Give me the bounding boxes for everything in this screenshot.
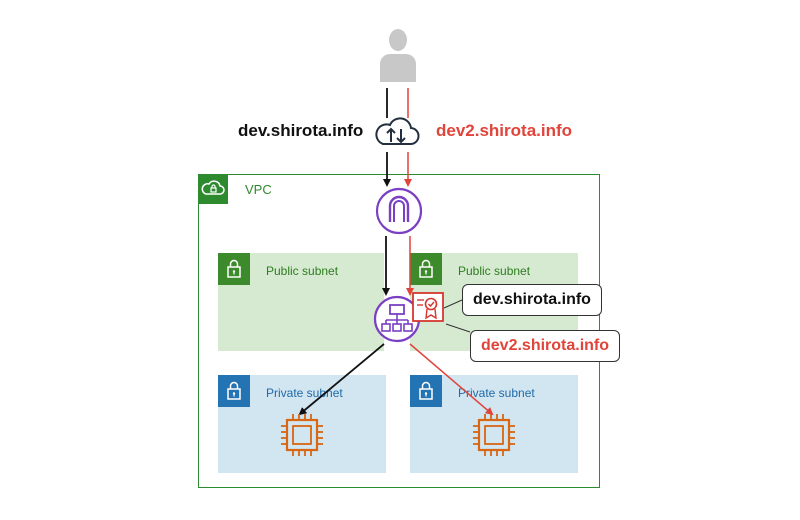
- certificate-icon: [412, 292, 444, 322]
- vpc-label: VPC: [245, 182, 272, 197]
- callout-connector: [445, 323, 471, 333]
- public-subnet-right-label: Public subnet: [458, 264, 531, 278]
- callout-dev-domain: dev.shirota.info: [462, 284, 602, 316]
- domain-label-black: dev.shirota.info: [238, 121, 364, 140]
- public-subnet-left-label: Public subnet: [266, 264, 339, 278]
- internet-cloud-icon: [375, 117, 420, 145]
- vpc-cloud-icon: [198, 174, 228, 204]
- private-subnet-right-label: Private subnet: [458, 386, 535, 400]
- flow-line-red: [409, 343, 494, 416]
- lock-icon: [218, 375, 250, 407]
- user-icon: [380, 29, 416, 82]
- internet-gateway-icon: [375, 187, 423, 235]
- lock-icon: [218, 253, 250, 285]
- ec2-instance-icon: [473, 414, 515, 456]
- ec2-instance-icon: [281, 414, 323, 456]
- domain-label-red: dev2.shirota.info: [436, 121, 573, 140]
- lock-icon: [410, 253, 442, 285]
- callout-dev2-domain: dev2.shirota.info: [470, 330, 621, 362]
- flow-line-black: [298, 343, 385, 416]
- load-balancer-icon: [373, 295, 421, 343]
- private-subnet-left-label: Private subnet: [266, 386, 343, 400]
- lock-icon: [410, 375, 442, 407]
- callout-connector: [443, 299, 463, 309]
